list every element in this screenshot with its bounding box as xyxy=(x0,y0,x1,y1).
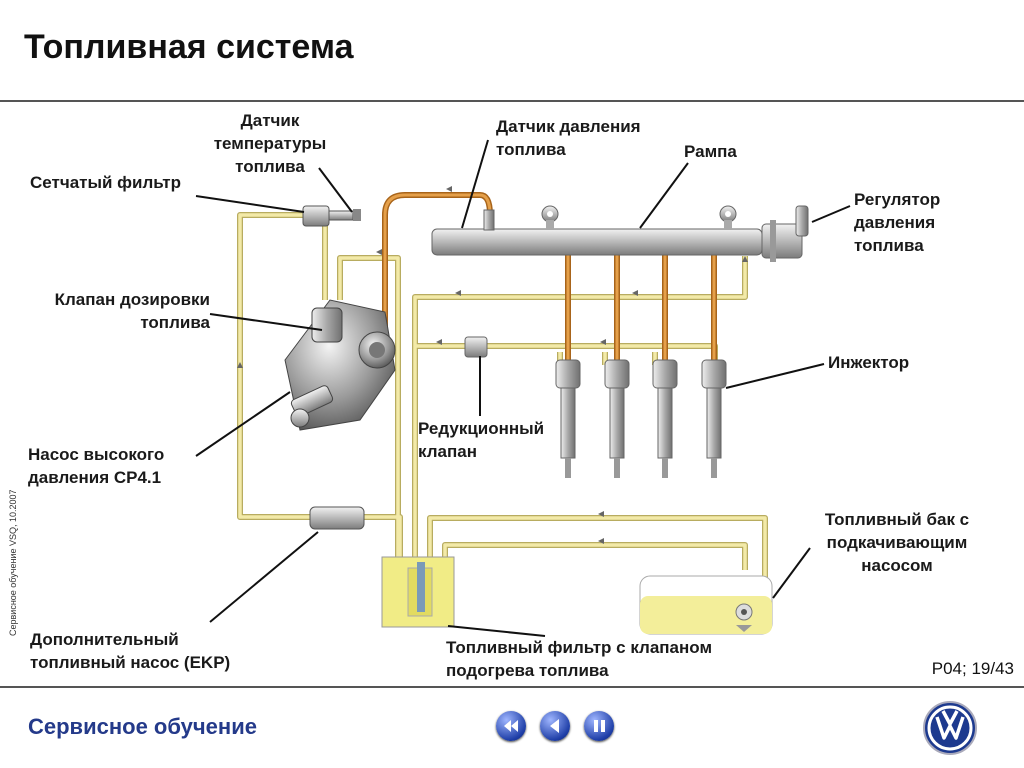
page-number: P04; 19/43 xyxy=(931,659,1014,678)
injectors xyxy=(555,359,727,478)
footer-divider xyxy=(0,686,1024,688)
aux-pump-body xyxy=(309,506,365,530)
page-title: Топливная система xyxy=(24,28,354,66)
vw-logo xyxy=(923,701,977,755)
rewind-icon xyxy=(504,720,518,732)
pause-button[interactable] xyxy=(584,711,614,741)
label-mesh-filter: Сетчатый фильтр xyxy=(30,173,181,192)
flow-arrows xyxy=(237,186,748,544)
label-rail: Рампа xyxy=(684,142,737,161)
reducing-valve-body xyxy=(464,336,488,358)
high-pressure-pump-body xyxy=(284,299,396,431)
label-injector: Инжектор xyxy=(828,353,910,372)
footer-title: Сервисное обучение xyxy=(28,714,257,739)
fuel-rail xyxy=(431,205,809,262)
fuel-tank-body xyxy=(639,575,773,635)
pause-icon xyxy=(594,720,605,732)
temp-sensor-body xyxy=(302,205,361,227)
header-divider xyxy=(0,100,1024,102)
side-note: Сервисное обучение VSQ, 10.2007 xyxy=(8,489,18,636)
leader-lines xyxy=(195,139,851,637)
previous-button[interactable] xyxy=(540,711,570,741)
play-left-icon xyxy=(550,719,559,733)
fuel-filter-body xyxy=(381,556,455,628)
high-pressure-lines xyxy=(382,192,717,365)
back-to-start-button[interactable] xyxy=(496,711,526,741)
